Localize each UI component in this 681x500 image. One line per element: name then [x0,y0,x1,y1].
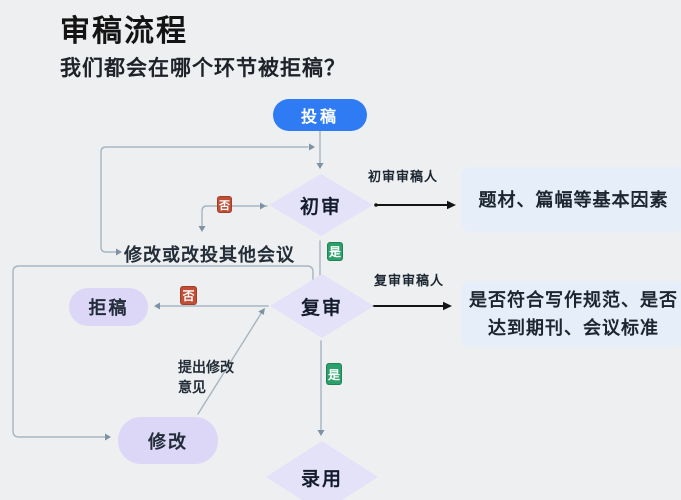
label-revision-comments-line2: 意见 [178,379,206,395]
badge-yes-second-review: 是 [326,363,342,385]
node-reject-label: 拒稿 [88,298,129,318]
arrowhead [260,202,266,210]
arrowhead-black [443,301,452,311]
arrowhead [198,226,206,232]
edge-resubmit-loop [100,146,309,253]
label-first-reviewer: 初审审稿人 [368,169,439,184]
arrowhead [317,430,325,436]
edge-revise-to-second [197,311,263,415]
info-box-first-criteria-text: 题材、篇幅等基本因素 [478,189,669,210]
edge-first-no [201,205,268,229]
node-reject: 拒稿 [69,288,148,326]
node-revise-label: 修改 [148,431,188,452]
info-box-second-criteria-line2: 达到期刊、会议标准 [488,318,659,338]
label-second-reviewer: 复审审稿人 [374,273,445,288]
info-box-first-criteria: 题材、篇幅等基本因素 [461,167,681,232]
arrowhead-black [447,200,456,210]
badge-no-first-review: 否 [217,196,232,213]
page-subtitle: 我们都会在哪个环节被拒稿？ [60,57,346,80]
arrowhead [309,143,315,151]
node-second-review-label: 复审 [300,297,343,319]
node-submit: 投稿 [273,99,367,131]
arrowhead [105,433,111,441]
arrowhead [316,163,324,169]
arrowhead [258,308,265,315]
arrowhead [116,248,122,256]
label-revision-comments-line1: 提出修改 [178,359,234,375]
node-first-review-label: 初审 [299,196,342,218]
label-revision-comments: 提出修改 意见 [178,357,234,397]
edge-second-to-revise-loop [12,265,314,438]
edge-start-dot [374,203,378,207]
arrowhead [154,302,160,310]
info-box-second-criteria: 是否符合写作规范、是否 达到期刊、会议标准 [461,281,681,347]
badge-yes-first-review: 是 [327,242,343,261]
node-submit-label: 投稿 [300,109,339,126]
node-accept-label: 录用 [300,468,343,490]
label-revise-or-resubmit: 修改或改投其他会议 [124,245,295,265]
badge-no-second-review: 否 [180,286,197,305]
node-revise: 修改 [118,417,218,464]
info-box-second-criteria-line1: 是否符合写作规范、是否 [469,290,678,310]
page-title: 审稿流程 [60,15,188,48]
